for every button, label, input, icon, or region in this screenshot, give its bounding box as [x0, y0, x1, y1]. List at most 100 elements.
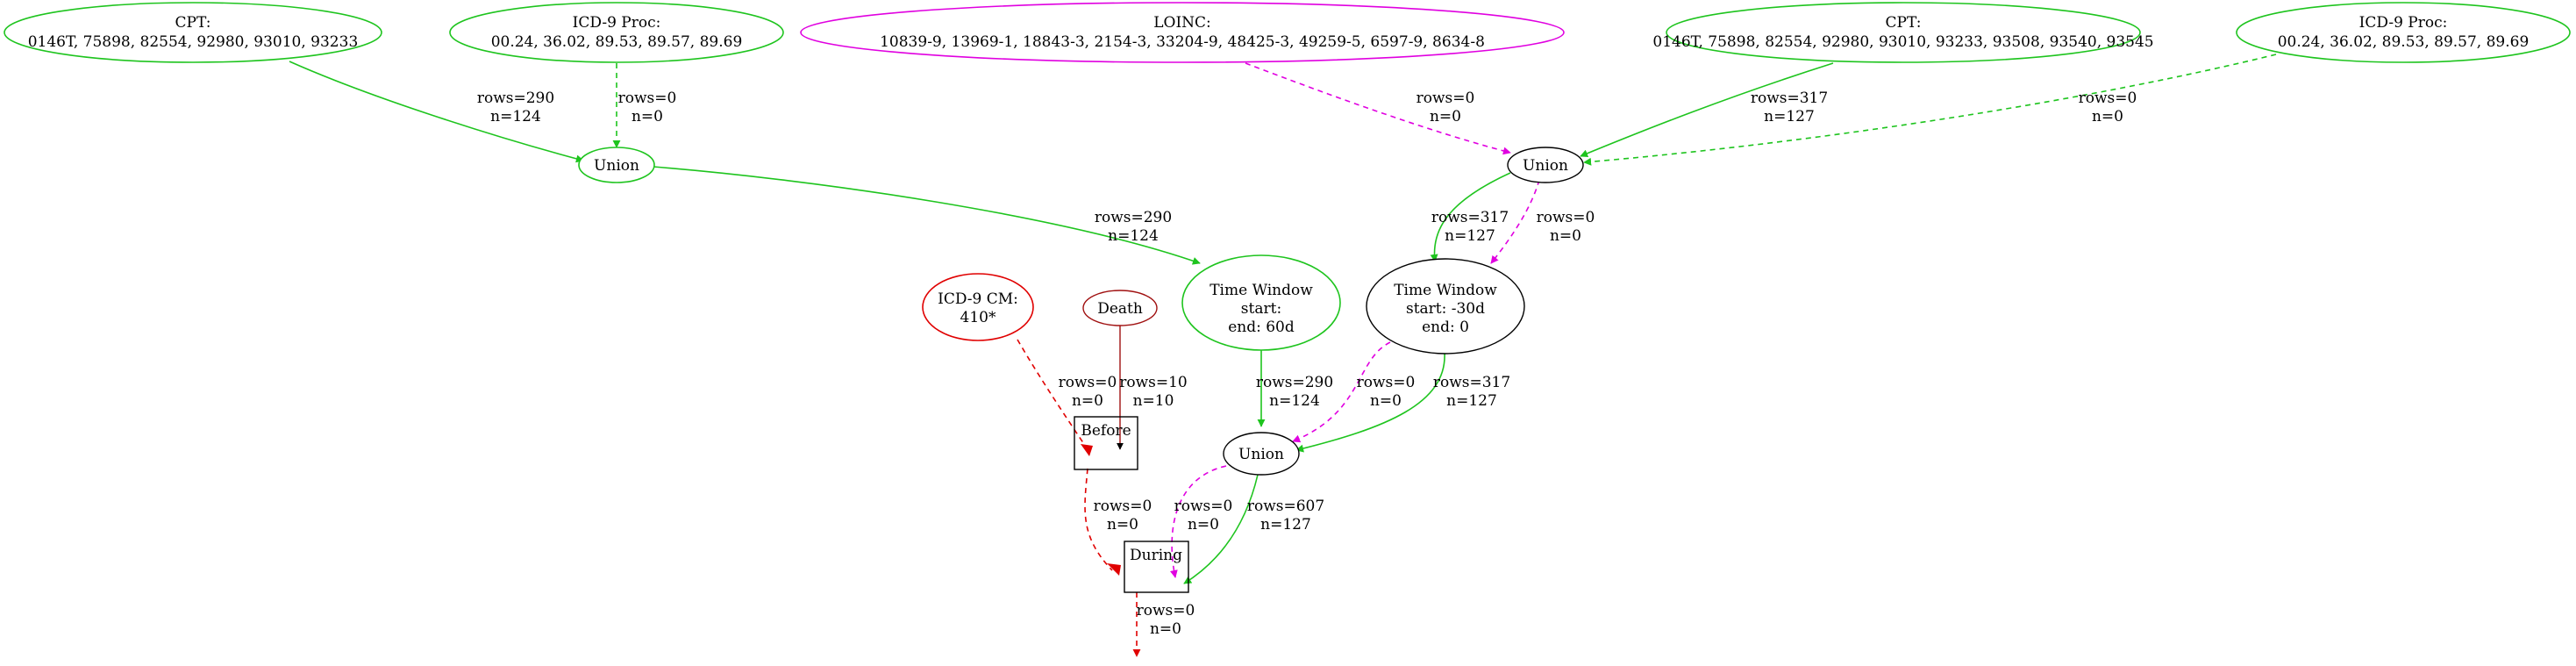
edge-n-label: n=124: [1269, 392, 1320, 410]
edge-n-label: n=0: [1150, 620, 1181, 638]
node-time-window-right[interactable]: Time Window start: -30d end: 0: [1366, 258, 1525, 354]
node-shape: [1366, 258, 1525, 354]
node-shape: [2236, 2, 2571, 63]
node-label: Union: [1238, 446, 1284, 463]
edge-n-label: n=0: [1072, 392, 1103, 410]
edge-n-label: n=127: [1764, 108, 1815, 125]
node-codes: 10839-9, 13969-1, 18843-3, 2154-3, 33204…: [880, 33, 1485, 51]
node-union-right[interactable]: Union: [1507, 147, 1584, 183]
edge-rows-label: rows=0: [1357, 374, 1416, 391]
node-line-3: end: 0: [1422, 319, 1469, 336]
edges: rows=290 n=124 rows=0 n=0 rows=0 n=0 row…: [289, 54, 2277, 657]
node-codes: 00.24, 36.02, 89.53, 89.57, 89.69: [491, 33, 743, 51]
edge-rows-label: rows=607: [1247, 498, 1324, 515]
edge-rows-label: rows=290: [1256, 374, 1333, 391]
node-title: ICD-9 CM:: [938, 290, 1018, 308]
node-codes: 410*: [960, 309, 996, 326]
edge-union-bottom-to-during-magenta: rows=0 n=0: [1169, 465, 1233, 578]
node-shape: [4, 2, 382, 63]
edge-n-label: n=124: [490, 108, 541, 125]
node-shape: [1082, 290, 1158, 326]
node-shape: [1124, 541, 1189, 593]
edge-union-left-to-time-window-left: rows=290 n=124: [653, 166, 1201, 265]
edge-n-label: n=0: [632, 108, 663, 125]
node-during[interactable]: During: [1124, 541, 1189, 593]
edge-during-output: rows=0 n=0: [1132, 592, 1195, 657]
node-shape: [578, 147, 655, 183]
edge-before-to-during: rows=0 n=0: [1084, 468, 1152, 576]
node-before[interactable]: Before: [1074, 416, 1138, 470]
node-shape: [922, 273, 1034, 341]
edge-rows-label: rows=317: [1433, 374, 1510, 391]
edge-rows-label: rows=0: [1094, 498, 1152, 515]
edge-loinc-to-union-right: rows=0 n=0: [1245, 62, 1511, 155]
edge-icd9proc-right-to-union-right: rows=0 n=0: [1583, 54, 2277, 166]
edge-n-label: n=127: [1446, 392, 1497, 410]
node-death[interactable]: Death: [1082, 290, 1158, 326]
edge-rows-label: rows=0: [1537, 209, 1595, 226]
tee-arrowhead: [1107, 563, 1121, 576]
node-label: Union: [594, 157, 639, 175]
edge-n-label: n=0: [1430, 108, 1461, 125]
edge-n-label: n=0: [2092, 108, 2123, 125]
node-title: CPT:: [1886, 14, 1922, 32]
node-line-1: Time Window: [1394, 282, 1497, 299]
node-icd9cm[interactable]: ICD-9 CM: 410*: [922, 273, 1034, 341]
node-cpt-right[interactable]: CPT: 0146T, 75898, 82554, 92980, 93010, …: [1652, 2, 2154, 63]
edge-rows-label: rows=0: [1416, 90, 1475, 107]
nodes: CPT: 0146T, 75898, 82554, 92980, 93010, …: [4, 2, 2571, 593]
edge-rows-label: rows=290: [477, 90, 554, 107]
edge-rows-label: rows=0: [618, 90, 677, 107]
node-shape: [1666, 2, 2141, 63]
edge-cpt-right-to-union-right: rows=317 n=127: [1580, 62, 1834, 158]
node-line-1: Time Window: [1210, 282, 1313, 299]
node-codes: 0146T, 75898, 82554, 92980, 93010, 93233: [28, 33, 359, 51]
node-title: CPT:: [175, 14, 211, 32]
edge-rows-label: rows=317: [1431, 209, 1509, 226]
edge-n-label: n=0: [1188, 516, 1219, 534]
edge-rows-label: rows=0: [1174, 498, 1233, 515]
node-shape: [449, 2, 784, 63]
edge-rows-label: rows=10: [1119, 374, 1188, 391]
edge-n-label: n=0: [1550, 227, 1581, 245]
node-cpt-left[interactable]: CPT: 0146T, 75898, 82554, 92980, 93010, …: [4, 2, 382, 63]
node-label: Death: [1097, 300, 1143, 318]
edge-time-window-right-to-union-bottom-green: rows=317 n=127: [1295, 352, 1510, 453]
edge-rows-label: rows=317: [1751, 90, 1828, 107]
edge-n-label: n=10: [1133, 392, 1174, 410]
tee-arrowhead: [1081, 444, 1093, 456]
edge-n-label: n=127: [1260, 516, 1311, 534]
edge-union-bottom-to-during-green: rows=607 n=127: [1183, 474, 1324, 584]
edge-icd9proc-left-to-union-left: rows=0 n=0: [612, 63, 677, 148]
node-line-2: start:: [1241, 300, 1281, 318]
edge-time-window-left-to-union-bottom: rows=290 n=124: [1256, 336, 1333, 427]
node-time-window-left[interactable]: Time Window start: end: 60d: [1181, 254, 1341, 351]
node-title: ICD-9 Proc:: [2359, 14, 2448, 32]
node-icd9proc-left[interactable]: ICD-9 Proc: 00.24, 36.02, 89.53, 89.57, …: [449, 2, 784, 63]
node-codes: 0146T, 75898, 82554, 92980, 93010, 93233…: [1652, 33, 2153, 51]
edge-rows-label: rows=0: [1137, 602, 1195, 619]
node-line-2: start: -30d: [1406, 300, 1485, 318]
node-union-left[interactable]: Union: [578, 147, 655, 183]
edge-rows-label: rows=0: [1059, 374, 1117, 391]
edge-n-label: n=0: [1107, 516, 1138, 534]
node-union-bottom[interactable]: Union: [1223, 432, 1300, 476]
node-title: LOINC:: [1153, 14, 1211, 32]
edge-cpt-left-to-union-left: rows=290 n=124: [289, 61, 584, 163]
edge-rows-label: rows=0: [2079, 90, 2137, 107]
edge-death-to-before: rows=10 n=10: [1117, 325, 1188, 450]
edge-union-right-to-time-window-right-magenta: rows=0 n=0: [1490, 179, 1595, 264]
edge-n-label: n=0: [1370, 392, 1402, 410]
node-shape: [1074, 416, 1138, 470]
node-shape: [800, 2, 1565, 63]
node-icd9proc-right[interactable]: ICD-9 Proc: 00.24, 36.02, 89.53, 89.57, …: [2236, 2, 2571, 63]
edge-time-window-right-to-union-bottom-magenta: rows=0 n=0: [1292, 341, 1416, 443]
edge-union-right-to-time-window-right-green: rows=317 n=127: [1430, 172, 1511, 262]
node-shape: [1223, 432, 1300, 476]
node-shape: [1507, 147, 1584, 183]
node-label: Union: [1523, 157, 1568, 175]
edge-icd9cm-to-before: rows=0 n=0: [1017, 339, 1117, 456]
edge-rows-label: rows=290: [1095, 209, 1172, 226]
node-loinc[interactable]: LOINC: 10839-9, 13969-1, 18843-3, 2154-3…: [800, 2, 1565, 63]
